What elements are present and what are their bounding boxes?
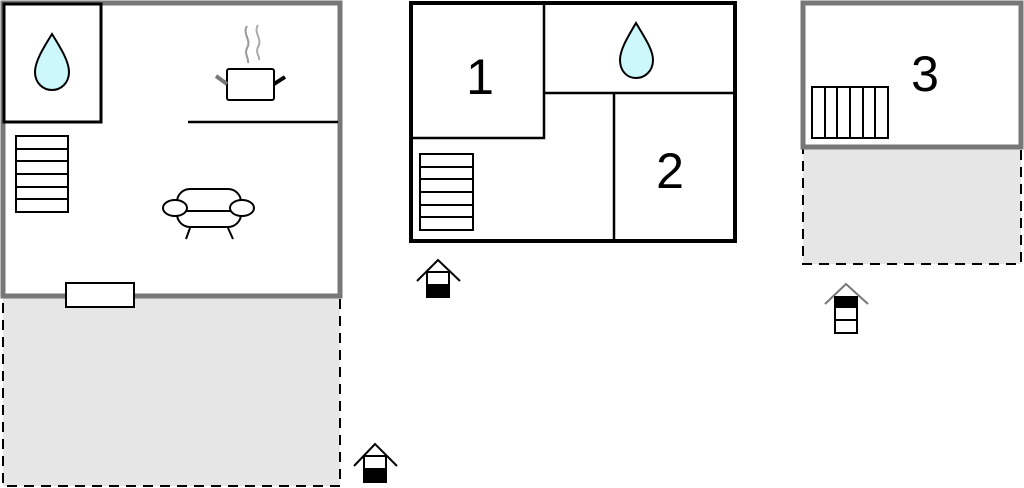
room-label-2: 2 <box>656 143 684 199</box>
bathroom <box>2 2 103 124</box>
entrance-icon <box>824 282 869 334</box>
entrance-icon <box>353 442 398 483</box>
floor-plan-right: 3 <box>800 0 1024 334</box>
stairs-icon <box>419 153 474 231</box>
stairs-icon <box>15 135 69 213</box>
room-label-1: 1 <box>466 49 494 105</box>
water-drop-icon <box>618 21 655 80</box>
window <box>65 282 135 308</box>
cooking-pot-icon <box>214 24 287 101</box>
room-1-walls <box>411 3 546 140</box>
entrance-icon <box>416 258 461 298</box>
terrace <box>802 146 1022 265</box>
stairs-icon <box>811 86 889 139</box>
terrace <box>2 295 341 487</box>
sofa-icon <box>162 188 255 240</box>
water-drop-icon <box>33 32 71 92</box>
floor-plan-left <box>0 0 398 487</box>
floor-plan-middle: 1 2 <box>409 1 737 298</box>
room-label-3: 3 <box>911 46 939 102</box>
